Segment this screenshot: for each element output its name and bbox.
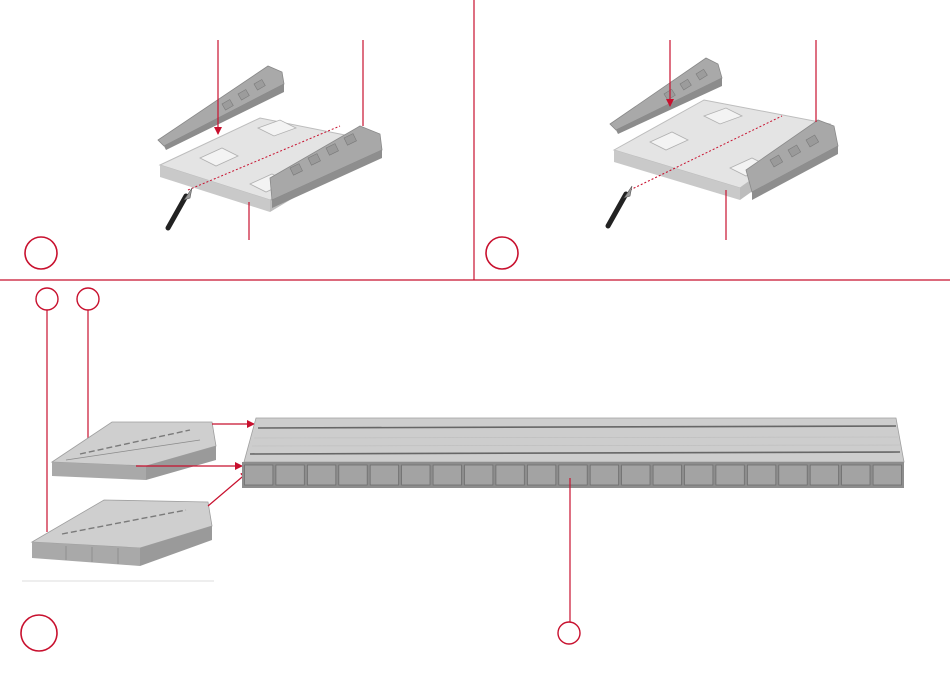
- curb-block: [496, 465, 524, 485]
- curb-block: [622, 465, 650, 485]
- curb-block: [653, 465, 681, 485]
- curb-block: [842, 465, 870, 485]
- callout-ramp-a: [36, 288, 58, 310]
- curb-block: [559, 465, 587, 485]
- hobby-knife-icon: [608, 186, 632, 226]
- curb-block: [590, 465, 618, 485]
- curb-block: [810, 465, 838, 485]
- curb-block: [747, 465, 775, 485]
- curb-block: [527, 465, 555, 485]
- curb-block: [716, 465, 744, 485]
- curb-block: [465, 465, 493, 485]
- curb-block: [873, 465, 901, 485]
- curb-block: [779, 465, 807, 485]
- curb-block: [339, 465, 367, 485]
- callout-road-part: [558, 622, 580, 644]
- panel-step-top-left: [25, 40, 382, 269]
- road-section: [242, 418, 904, 488]
- curb-block: [276, 465, 304, 485]
- ramp-piece-lower: [32, 500, 212, 566]
- curb-blocks: [245, 465, 902, 485]
- curb-block: [402, 465, 430, 485]
- hobby-knife-icon: [168, 188, 192, 228]
- curb-block: [685, 465, 713, 485]
- step-circle-bottom: [21, 615, 57, 651]
- curb-block: [370, 465, 398, 485]
- curb-block: [433, 465, 461, 485]
- shadow-strip: [22, 580, 214, 582]
- curb-block: [245, 465, 273, 485]
- callout-ramp-b: [77, 288, 99, 310]
- step-circle-top-right: [486, 237, 518, 269]
- panel-step-bottom: [21, 288, 904, 651]
- step-circle-top-left: [25, 237, 57, 269]
- panel-step-top-right: [486, 40, 838, 269]
- ramp-piece-upper: [52, 422, 216, 480]
- curb-block: [307, 465, 335, 485]
